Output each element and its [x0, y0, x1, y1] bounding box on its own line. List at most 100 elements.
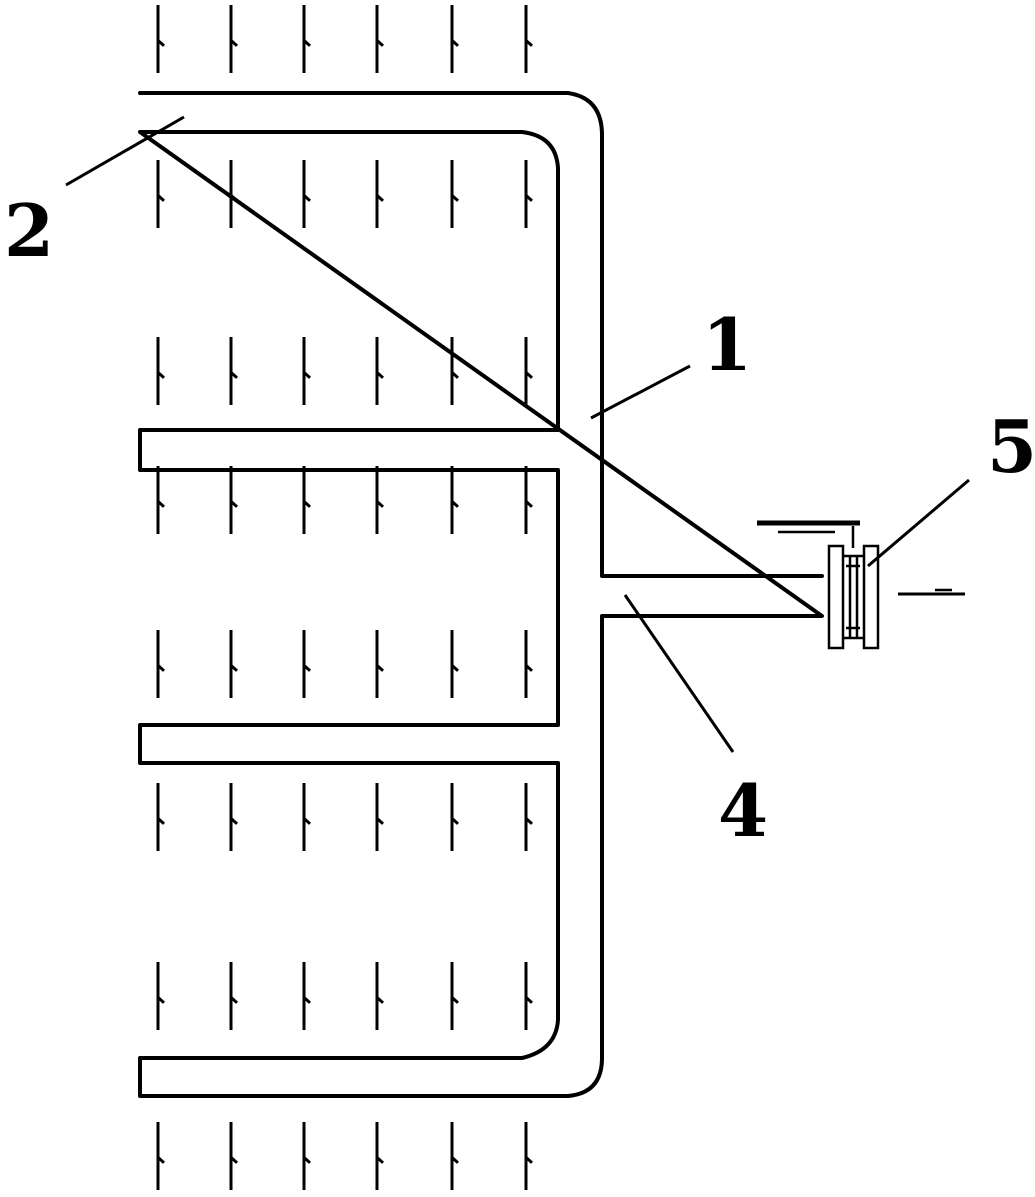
plant-leaf [156, 664, 166, 672]
plant-mark [229, 1122, 239, 1190]
plant-mark [302, 337, 312, 405]
plant-mark [375, 160, 385, 228]
leader-line-2 [65, 115, 185, 187]
plant-leaf [375, 194, 385, 202]
plant-mark [524, 630, 534, 698]
plant-leaf [450, 996, 460, 1004]
leader-line-4 [623, 594, 735, 753]
plant-mark [524, 160, 534, 228]
plant-leaf [302, 1156, 312, 1164]
plant-mark [524, 466, 534, 534]
plant-leaf [450, 371, 460, 379]
plant-leaf [302, 371, 312, 379]
plant-mark [302, 466, 312, 534]
leader-line-5 [867, 478, 970, 568]
plant-leaf [302, 194, 312, 202]
plant-leaf [524, 371, 534, 379]
plant-mark [450, 466, 460, 534]
valve-assembly [757, 520, 965, 650]
plant-leaf [450, 664, 460, 672]
plant-leaf [156, 817, 166, 825]
plant-leaf [375, 1156, 385, 1164]
plant-leaf [229, 817, 239, 825]
plant-leaf [450, 500, 460, 508]
plant-mark [302, 962, 312, 1030]
plant-mark [156, 337, 166, 405]
plant-leaf [450, 194, 460, 202]
plant-mark [229, 466, 239, 534]
plant-mark [375, 5, 385, 73]
plant-leaf [375, 996, 385, 1004]
plant-mark [229, 962, 239, 1030]
plant-mark [450, 5, 460, 73]
plant-mark [450, 1122, 460, 1190]
plant-mark [375, 783, 385, 851]
plant-mark [156, 1122, 166, 1190]
plant-mark [156, 160, 166, 228]
plant-mark [229, 783, 239, 851]
plant-leaf [229, 664, 239, 672]
plant-leaf [524, 996, 534, 1004]
plant-mark [375, 962, 385, 1030]
valve-flange-right [862, 544, 880, 650]
plant-leaf [375, 817, 385, 825]
plant-leaf [450, 1156, 460, 1164]
plant-leaf [302, 39, 312, 47]
plant-mark [156, 962, 166, 1030]
plant-mark [450, 962, 460, 1030]
callout-label-5: 5 [987, 404, 1035, 489]
callout-label-2: 2 [4, 188, 54, 273]
plant-mark [450, 783, 460, 851]
plant-leaf [302, 664, 312, 672]
plant-mark [156, 630, 166, 698]
plant-mark [524, 5, 534, 73]
leader-line-1 [590, 364, 691, 420]
plant-mark [524, 962, 534, 1030]
plant-mark [229, 337, 239, 405]
plant-leaf [524, 1156, 534, 1164]
plant-leaf [524, 194, 534, 202]
plant-leaf [375, 664, 385, 672]
plant-mark [450, 160, 460, 228]
plant-mark [524, 337, 534, 405]
valve-flange-left [827, 544, 845, 650]
plant-mark [450, 337, 460, 405]
plant-leaf [156, 500, 166, 508]
plant-leaf [375, 39, 385, 47]
plant-mark [302, 5, 312, 73]
plant-mark [156, 466, 166, 534]
plant-leaf [302, 817, 312, 825]
callout-label-1: 1 [702, 302, 752, 387]
plant-mark [450, 630, 460, 698]
plant-leaf [375, 500, 385, 508]
callout-label-4: 4 [718, 768, 768, 853]
plant-mark [375, 630, 385, 698]
plant-marks [156, 5, 534, 1190]
plant-leaf [524, 664, 534, 672]
pipe-network-outline [138, 91, 824, 1098]
plant-mark [302, 630, 312, 698]
plant-leaf [156, 39, 166, 47]
plant-mark [156, 5, 166, 73]
plant-leaf [524, 500, 534, 508]
plant-mark [375, 337, 385, 405]
plant-leaf [229, 996, 239, 1004]
plant-leaf [156, 996, 166, 1004]
plant-mark [229, 630, 239, 698]
plant-mark [375, 466, 385, 534]
plant-mark [524, 1122, 534, 1190]
plant-mark [229, 160, 239, 228]
plant-leaf [229, 371, 239, 379]
plant-leaf [375, 371, 385, 379]
plant-leaf [450, 39, 460, 47]
plant-mark [302, 783, 312, 851]
plant-mark [156, 783, 166, 851]
plant-leaf [229, 500, 239, 508]
plant-leaf [302, 500, 312, 508]
plant-leaf [156, 371, 166, 379]
plant-leaf [450, 817, 460, 825]
plant-mark [524, 783, 534, 851]
plant-leaf [156, 1156, 166, 1164]
plant-mark [229, 5, 239, 73]
plant-mark [375, 1122, 385, 1190]
